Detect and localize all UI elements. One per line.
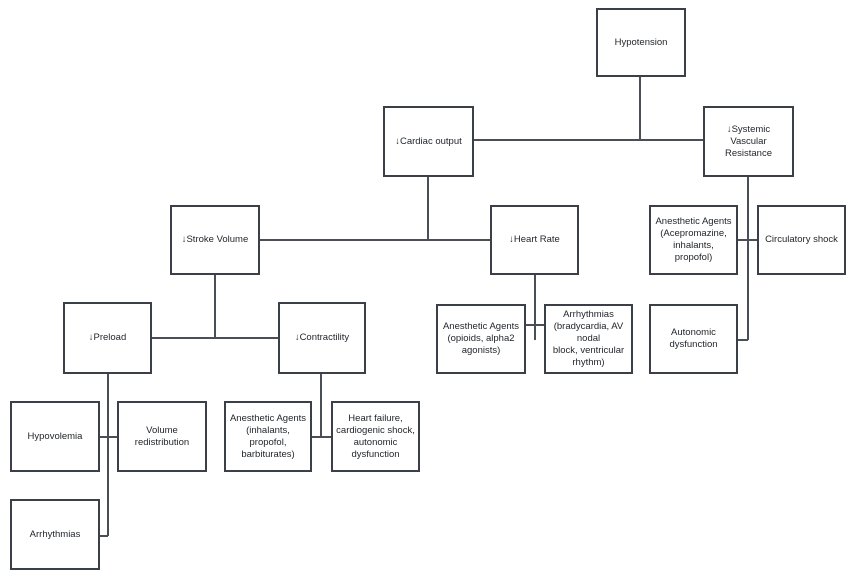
- node-cardiac-output: ↓Cardiac output: [383, 106, 474, 177]
- node-label: ↓Cardiac output: [395, 135, 462, 147]
- node-label: Heart failure, cardiogenic shock, autono…: [336, 412, 415, 460]
- node-label: Volume redistribution: [134, 424, 190, 448]
- node-label: Hypovolemia: [27, 430, 83, 442]
- node-label: Arrhythmias: [29, 528, 81, 540]
- node-hr-anesthetic-agents: Anesthetic Agents (opioids, alpha2 agoni…: [436, 304, 526, 374]
- node-label: ↓Systemic Vascular Resistance: [725, 123, 772, 159]
- node-svr-anesthetic-agents: Anesthetic Agents (Acepromazine, inhalan…: [649, 205, 738, 275]
- node-label: Arrhythmias (bradycardia, AV nodal block…: [552, 309, 625, 368]
- node-hr-arrhythmias: Arrhythmias (bradycardia, AV nodal block…: [544, 304, 633, 374]
- node-label: ↓Stroke Volume: [181, 234, 249, 245]
- node-heart-rate: ↓Heart Rate: [490, 205, 579, 275]
- node-label: Anesthetic Agents (Acepromazine, inhalan…: [655, 216, 732, 263]
- node-volume-redistribution: Volume redistribution: [117, 401, 207, 472]
- node-label: ↓Preload: [88, 332, 127, 343]
- node-hypotension: Hypotension: [596, 8, 686, 77]
- node-circulatory-shock: Circulatory shock: [757, 205, 846, 275]
- node-hypovolemia: Hypovolemia: [10, 401, 100, 472]
- node-heart-failure: Heart failure, cardiogenic shock, autono…: [331, 401, 420, 472]
- node-autonomic-dysfunction: Autonomic dysfunction: [649, 304, 738, 374]
- node-preload-arrhythmias: Arrhythmias: [10, 499, 100, 570]
- node-label: Circulatory shock: [765, 234, 838, 245]
- node-label: Anesthetic Agents (inhalants, propofol, …: [229, 412, 307, 460]
- node-label: Autonomic dysfunction: [669, 327, 718, 350]
- node-stroke-volume: ↓Stroke Volume: [170, 205, 260, 275]
- node-label: Anesthetic Agents (opioids, alpha2 agoni…: [442, 321, 520, 356]
- node-label: ↓Contractility: [294, 332, 350, 343]
- node-preload: ↓Preload: [63, 302, 152, 374]
- node-label: ↓Heart Rate: [509, 234, 560, 245]
- node-label: Hypotension: [614, 36, 668, 48]
- node-contractility: ↓Contractility: [278, 302, 366, 374]
- node-systemic-vascular-resistance: ↓Systemic Vascular Resistance: [703, 106, 794, 177]
- node-contractility-anesthetic-agents: Anesthetic Agents (inhalants, propofol, …: [224, 401, 312, 472]
